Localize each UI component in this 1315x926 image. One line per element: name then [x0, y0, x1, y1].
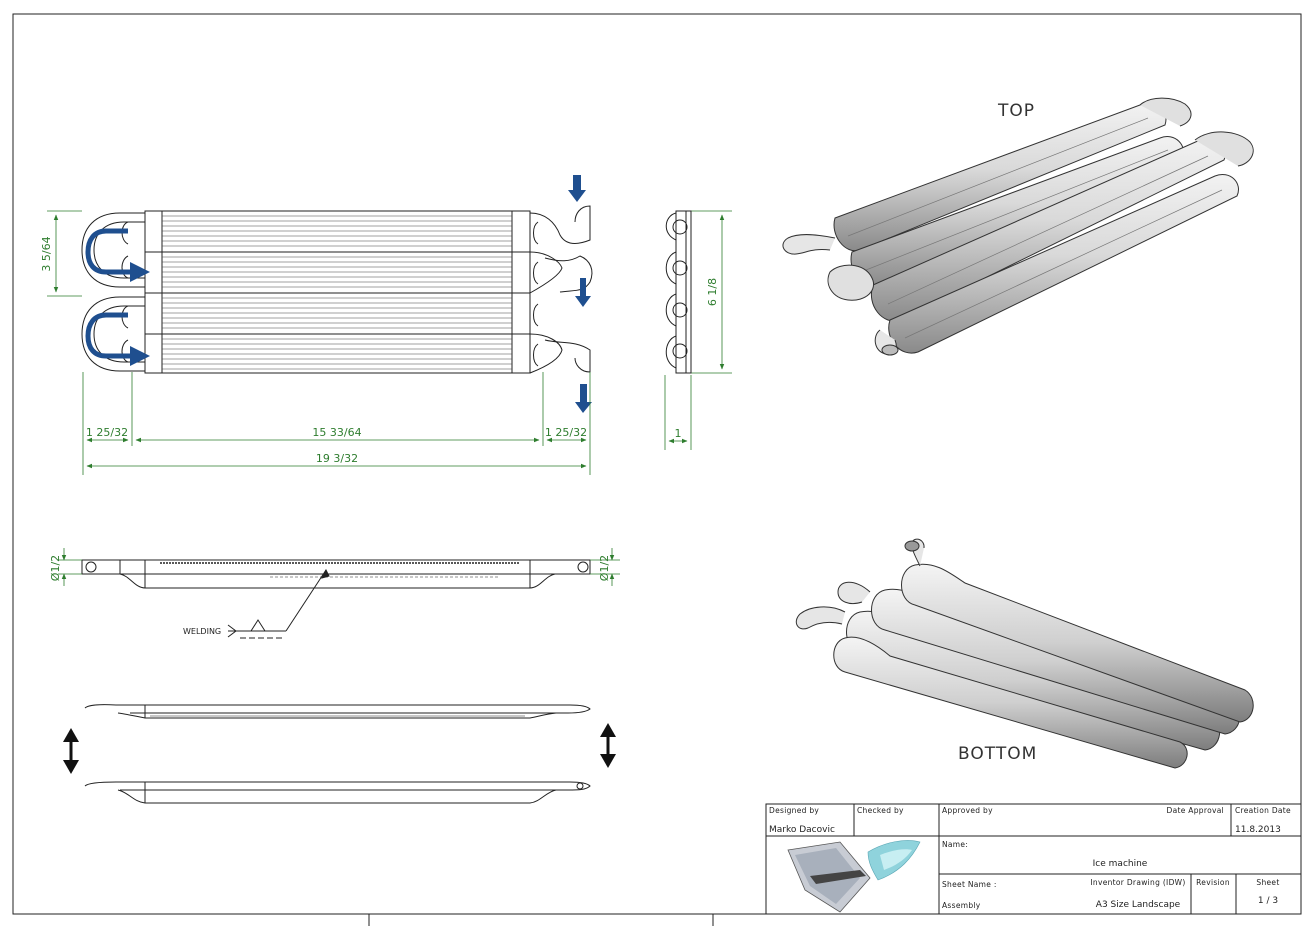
front-dimensions: [47, 210, 732, 475]
front-view: [81, 210, 531, 374]
dim-middle-length: 15 33/64: [312, 426, 361, 439]
dim-height-left: 3 5/64: [40, 236, 53, 271]
dim-diameter-left: Ø1/2: [49, 555, 62, 581]
sheet-name-label: Sheet Name :: [942, 880, 997, 889]
creation-date-value: 11.8.2013: [1235, 825, 1281, 835]
dim-overall-length: 19 3/32: [316, 452, 358, 465]
assembly-label: Assembly: [942, 901, 981, 910]
designed-by-value: Marko Dacovic: [769, 825, 835, 835]
title-block: [765, 803, 1302, 915]
iso-top-view: [782, 97, 1254, 356]
outlet-arrow-icon: [575, 384, 592, 413]
right-connectors: [529, 205, 593, 374]
dim-right-offset: 1 25/32: [545, 426, 587, 439]
exploded-view: [84, 704, 591, 804]
name-value: Ice machine: [1093, 859, 1148, 869]
dim-side-thickness: 1: [675, 427, 682, 440]
section-dimensions: [58, 548, 620, 586]
date-approval-label: Date Approval: [1167, 806, 1225, 815]
sheet-label: Sheet: [1256, 878, 1279, 887]
approved-by-label: Approved by: [942, 806, 993, 815]
welding-note: WELDING: [183, 627, 221, 636]
sheet-value: 1 / 3: [1258, 896, 1278, 906]
dim-left-offset: 1 25/32: [86, 426, 128, 439]
separation-arrows: [63, 723, 616, 774]
assembly-value: A3 Size Landscape: [1096, 900, 1181, 910]
section-view: [81, 559, 591, 639]
checked-by-label: Checked by: [857, 806, 904, 815]
iso-bottom-view: [795, 538, 1254, 769]
flow-arrows: [85, 175, 592, 413]
sheet-border: [12, 13, 1302, 915]
double-arrow-icon: [63, 728, 79, 742]
dim-height-right: 6 1/8: [706, 278, 719, 306]
creation-date-label: Creation Date: [1235, 806, 1291, 815]
channel-fins: [162, 215, 512, 370]
name-label: Name:: [942, 840, 968, 849]
company-logo: [787, 840, 921, 913]
label-top: TOP: [997, 101, 1035, 121]
label-bottom: BOTTOM: [958, 744, 1037, 764]
dim-diameter-right: Ø1/2: [598, 555, 611, 581]
designed-by-label: Designed by: [769, 806, 819, 815]
sheet-name-value: Inventor Drawing (IDW): [1090, 878, 1185, 887]
inlet-arrow-icon: [568, 175, 586, 202]
double-arrow-icon: [600, 723, 616, 737]
side-view: [665, 210, 692, 374]
revision-label: Revision: [1196, 878, 1230, 887]
